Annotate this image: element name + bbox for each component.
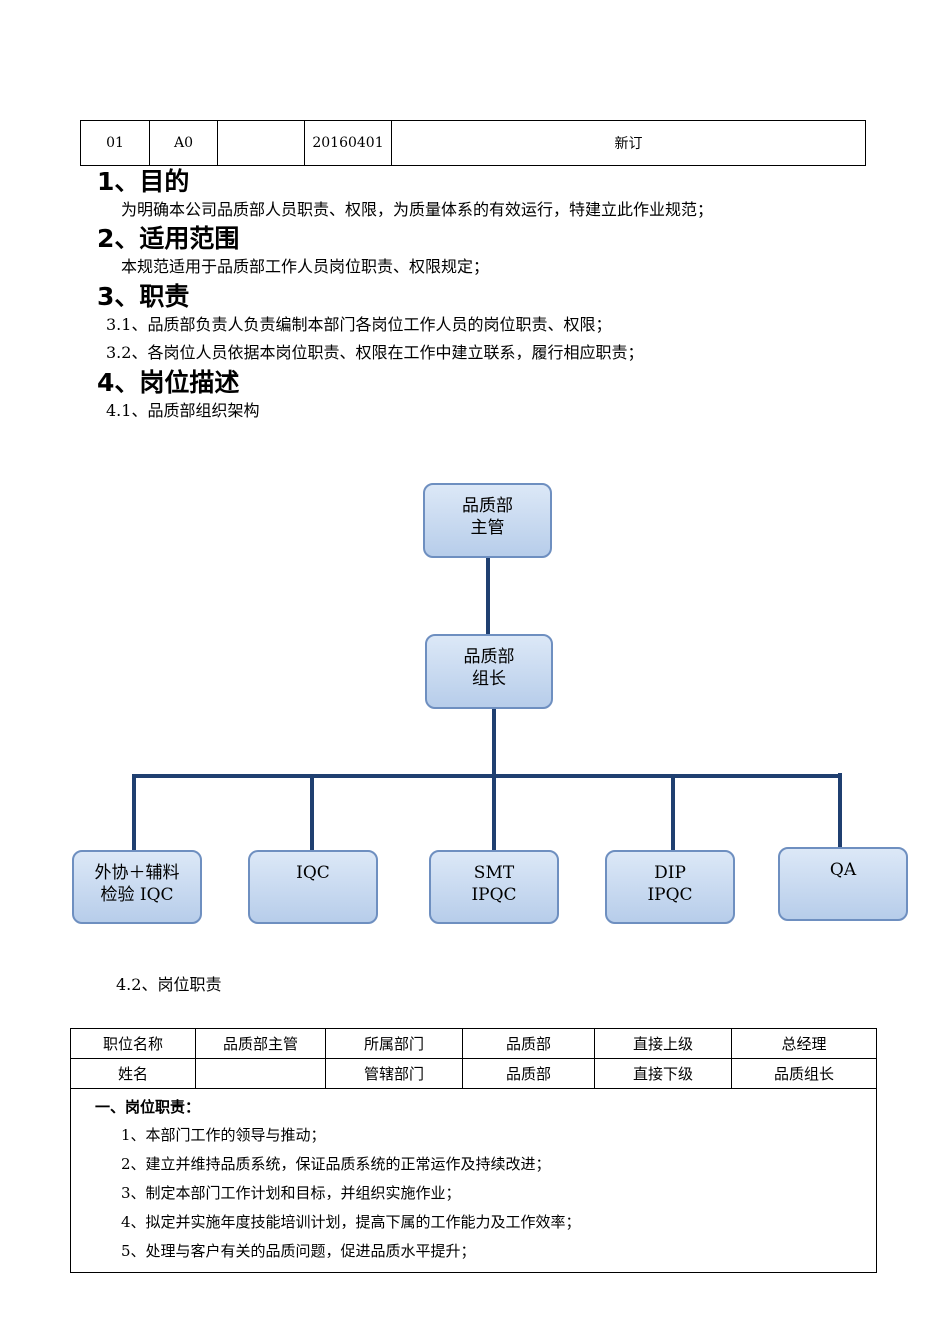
duty-table-row-3: 一、岗位职责： 1、本部门工作的领导与推动； 2、建立并维持品质系统，保证品质系… — [70, 1088, 877, 1273]
org-box-manager: 品质部 主管 — [423, 483, 552, 558]
org-box-iqc: IQC — [248, 850, 378, 924]
cell-dept-value: 品质部 — [462, 1028, 595, 1059]
revision-row: 01 A0 20160401 新订 — [80, 120, 866, 166]
responsibility-item-2: 3.2、各岗位人员依据本岗位职责、权限在工作中建立联系，履行相应职责； — [106, 343, 644, 362]
duties-title: 一、岗位职责： — [95, 1098, 201, 1116]
cell-name-value — [195, 1058, 326, 1089]
org-box-iqc-line1: IQC — [296, 863, 330, 883]
org-box-manager-line1: 品质部 — [462, 496, 513, 516]
duty-item-1: 1、本部门工作的领导与推动； — [121, 1126, 326, 1144]
revision-version: A0 — [149, 120, 218, 166]
org-box-dip-ipqc-line2: IPQC — [647, 885, 693, 905]
org-box-dip-ipqc: DIP IPQC — [605, 850, 735, 924]
heading-scope: 2、适用范围 — [97, 224, 240, 253]
org-box-outsource-iqc: 外协＋辅料 检验 IQC — [72, 850, 202, 924]
org-box-outsource-iqc-line2: 检验 IQC — [100, 885, 174, 905]
cell-dept-label: 所属部门 — [325, 1028, 463, 1059]
cell-managed-dept-label: 管辖部门 — [325, 1058, 463, 1089]
heading-position-desc: 4、岗位描述 — [97, 368, 240, 397]
org-box-leader-line2: 组长 — [472, 669, 506, 689]
org-box-leader: 品质部 组长 — [425, 634, 553, 709]
org-box-qa-line1: QA — [829, 860, 857, 880]
revision-date: 20160401 — [304, 120, 392, 166]
duties-cell: 一、岗位职责： 1、本部门工作的领导与推动； 2、建立并维持品质系统，保证品质系… — [70, 1088, 877, 1273]
org-box-qa: QA — [778, 847, 908, 921]
org-box-smt-ipqc-line2: IPQC — [471, 885, 517, 905]
responsibility-item-1: 3.1、品质部负责人负责编制本部门各岗位工作人员的岗位职责、权限； — [106, 315, 612, 334]
job-duties-label: 4.2、岗位职责 — [116, 975, 222, 994]
cell-position-value: 品质部主管 — [195, 1028, 326, 1059]
cell-managed-dept-value: 品质部 — [462, 1058, 595, 1089]
org-box-smt-ipqc-line1: SMT — [473, 863, 515, 883]
org-box-dip-ipqc-line1: DIP — [654, 863, 686, 883]
duty-item-5: 5、处理与客户有关的品质问题，促进品质水平提升； — [121, 1242, 476, 1260]
org-box-leader-line1: 品质部 — [463, 647, 515, 667]
revision-no: 01 — [80, 120, 150, 166]
org-chart-connectors — [132, 557, 842, 851]
cell-position-label: 职位名称 — [70, 1028, 196, 1059]
org-box-manager-line2: 主管 — [470, 518, 505, 538]
heading-responsibility: 3、职责 — [97, 282, 190, 311]
revision-desc: 新订 — [391, 120, 866, 166]
cell-subordinate-label: 直接下级 — [594, 1058, 732, 1089]
cell-subordinate-value: 品质组长 — [731, 1058, 877, 1089]
duty-table-row-2: 姓名 管辖部门 品质部 直接下级 品质组长 — [70, 1058, 877, 1089]
cell-superior-value: 总经理 — [731, 1028, 877, 1059]
revision-table: 01 A0 20160401 新订 — [80, 120, 866, 166]
heading-purpose: 1、目的 — [97, 167, 190, 196]
org-box-outsource-iqc-line1: 外协＋辅料 — [94, 863, 180, 883]
purpose-text: 为明确本公司品质部人员职责、权限，为质量体系的有效运行，特建立此作业规范； — [121, 200, 714, 219]
duty-item-2: 2、建立并维持品质系统，保证品质系统的正常运作及持续改进； — [121, 1155, 551, 1173]
scope-text: 本规范适用于品质部工作人员岗位职责、权限规定； — [121, 257, 490, 276]
org-structure-label: 4.1、品质部组织架构 — [106, 401, 260, 420]
duty-item-3: 3、制定本部门工作计划和目标，并组织实施作业； — [121, 1184, 461, 1202]
job-duty-table: 职位名称 品质部主管 所属部门 品质部 直接上级 总经理 姓名 管辖部门 品质部… — [70, 1028, 877, 1273]
cell-superior-label: 直接上级 — [594, 1028, 732, 1059]
duty-item-4: 4、拟定并实施年度技能培训计划，提高下属的工作能力及工作效率； — [121, 1213, 581, 1231]
org-box-smt-ipqc: SMT IPQC — [429, 850, 559, 924]
cell-name-label: 姓名 — [70, 1058, 196, 1089]
duty-table-row-1: 职位名称 品质部主管 所属部门 品质部 直接上级 总经理 — [70, 1028, 877, 1059]
